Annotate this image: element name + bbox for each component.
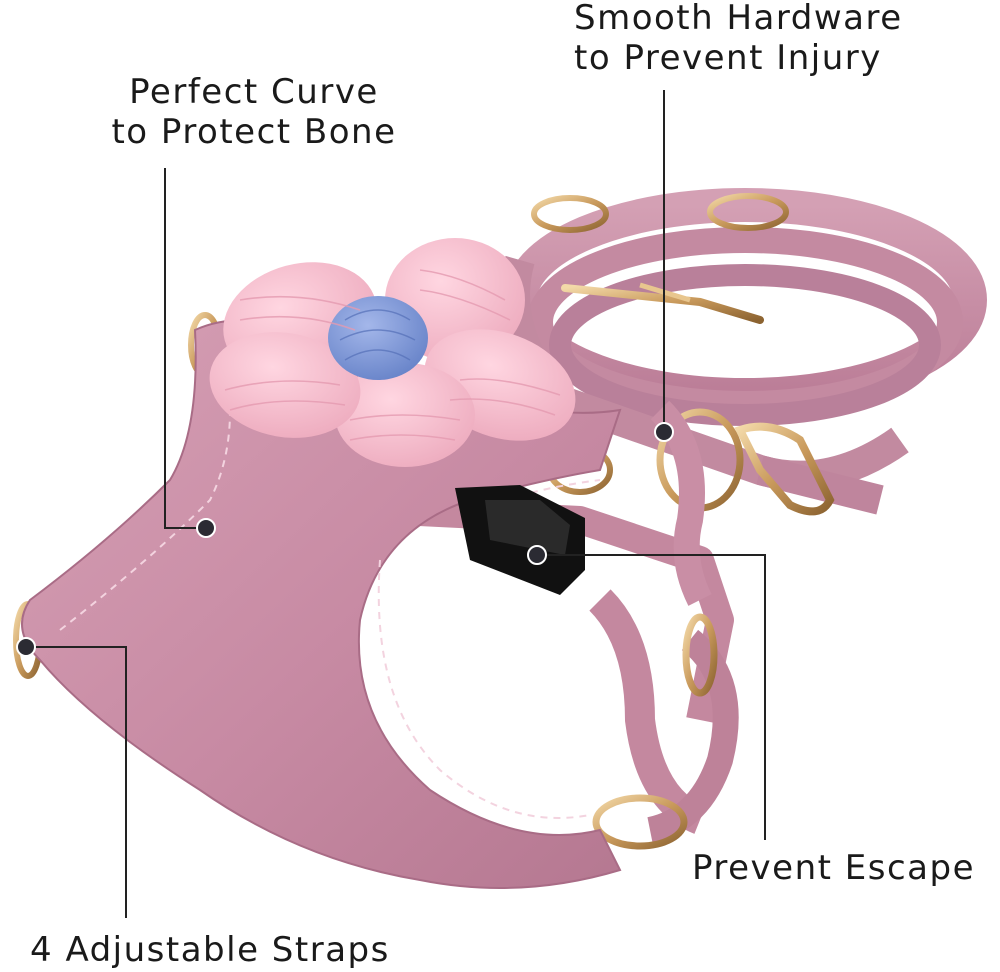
callout-curve-line1: Perfect Curve xyxy=(129,72,379,112)
callout-escape-line1: Prevent Escape xyxy=(692,848,976,888)
callout-leaders xyxy=(26,90,766,918)
callout-perfect-curve: Perfect Curve to Protect Bone xyxy=(96,72,412,152)
callout-curve-line2: to Protect Bone xyxy=(111,112,397,152)
callout-straps-line1: 4 Adjustable Straps xyxy=(30,930,390,970)
callout-hardware-line1: Smooth Hardware xyxy=(574,0,903,38)
callout-dots xyxy=(16,422,674,657)
flower-decoration xyxy=(209,238,576,467)
callout-prevent-escape: Prevent Escape xyxy=(692,848,975,888)
callout-smooth-hardware: Smooth Hardware to Prevent Injury xyxy=(574,0,903,78)
callout-adjustable-straps: 4 Adjustable Straps xyxy=(30,930,390,970)
callout-hardware-line2: to Prevent Injury xyxy=(574,38,882,78)
buckle xyxy=(455,485,585,595)
